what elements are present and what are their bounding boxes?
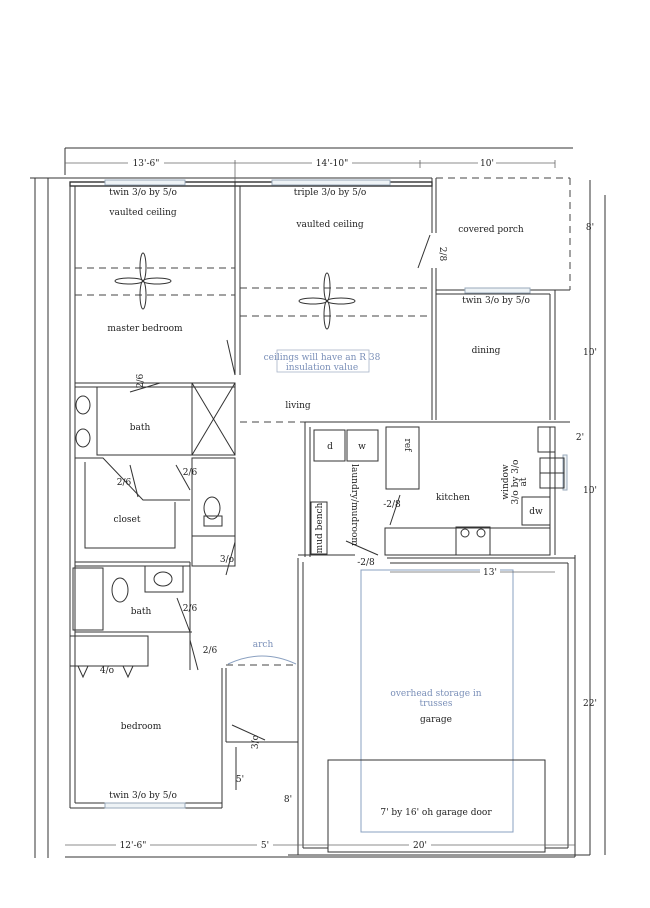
fan-icon xyxy=(298,272,356,330)
door-bath-closet: 2/6 xyxy=(117,478,132,488)
dim-right-1: 8' xyxy=(586,223,594,233)
window-master: twin 3/o by 5/o xyxy=(109,188,177,198)
door-toilet: 2/6 xyxy=(183,468,198,478)
kitchen-fixtures xyxy=(310,426,565,556)
dim-bottom-2: 5' xyxy=(261,841,269,851)
dim-bottom-3: 20' xyxy=(413,841,427,851)
walls xyxy=(69,177,590,857)
storage-note-2: trusses xyxy=(420,699,453,709)
mud-bench-label: mud bench xyxy=(315,502,325,553)
master-vaulted-label: vaulted ceiling xyxy=(108,208,176,218)
room-labels: twin 3/o by 5/o triple 3/o by 5/o twin 3… xyxy=(107,188,543,818)
fan-icon xyxy=(114,252,172,310)
dining-label: dining xyxy=(472,346,501,356)
garage-door-label: 7' by 16' oh garage door xyxy=(380,808,492,818)
dim-right-5: 22' xyxy=(583,699,597,709)
master-bath-label: bath xyxy=(130,423,151,433)
storage-note-1: overhead storage in xyxy=(390,689,481,699)
door-linen: 3/o xyxy=(220,555,234,565)
window-dining: twin 3/o by 5/o xyxy=(462,296,530,306)
laundry-label: laundry/mudroom xyxy=(349,464,359,546)
closet-door-icon xyxy=(77,665,134,679)
door-closet2: 4/o xyxy=(100,666,114,676)
closet-label: closet xyxy=(114,515,141,525)
dim-top-1: 13'-6" xyxy=(133,159,160,169)
dim-top-2: 14'-10" xyxy=(316,159,349,169)
side-dimensions: 8' 10' 2' 10' 22' 13' 5' 8' 12'-6" 5' 20… xyxy=(65,223,597,851)
dim-entry-left: 5' xyxy=(236,775,244,785)
dim-right-3: 2' xyxy=(576,433,584,443)
kitchen-window-3: at xyxy=(519,477,529,486)
bedroom-label: bedroom xyxy=(121,722,162,732)
reference-lines xyxy=(30,147,606,858)
windows xyxy=(104,179,568,491)
arch-label: arch xyxy=(253,640,274,650)
door-entry: 3/o xyxy=(251,735,261,749)
kitchen-window-2: 3/o by 3/o xyxy=(511,460,521,505)
bath-label: bath xyxy=(131,607,152,617)
ceiling-fans xyxy=(75,252,432,330)
master-bedroom-label: master bedroom xyxy=(107,324,183,334)
porch-label: covered porch xyxy=(458,225,524,235)
window-living: triple 3/o by 5/o xyxy=(294,188,367,198)
door-bath2: 2/6 xyxy=(183,604,198,614)
insulation-note-2: insulation value xyxy=(286,363,358,373)
dim-garage-width: 13' xyxy=(483,568,497,578)
dim-right-4: 10' xyxy=(583,486,597,496)
kitchen-window-1: window xyxy=(501,464,511,500)
washer-label: w xyxy=(358,442,366,452)
dim-bottom-1: 12'-6" xyxy=(120,841,147,851)
garage-label: garage xyxy=(420,715,452,725)
dishwasher-label: dw xyxy=(529,507,543,517)
kitchen-label: kitchen xyxy=(436,493,470,503)
door-porch: 2/8 xyxy=(437,247,447,262)
dim-entry-right: 8' xyxy=(284,795,292,805)
living-vaulted-label: vaulted ceiling xyxy=(295,220,363,230)
door-swings xyxy=(129,234,431,741)
door-garage: -2/8 xyxy=(357,558,375,568)
window-bedroom: twin 3/o by 5/o xyxy=(109,791,177,801)
dim-top-3: 10' xyxy=(480,159,494,169)
dim-right-2: 10' xyxy=(583,348,597,358)
insulation-note-1: ceilings will have an R 38 xyxy=(264,353,381,363)
door-bedroom: 2/6 xyxy=(203,646,218,656)
door-labels: 2/8 2/6 2/6 2/6 3/o 2/6 2/6 4/o -2/8 -2/… xyxy=(77,247,447,749)
top-dimensions: 13'-6" 14'-10" 10' xyxy=(65,156,556,182)
living-label: living xyxy=(285,401,311,411)
fridge-label: ref xyxy=(402,439,412,453)
door-kitchen: -2/8 xyxy=(383,500,401,510)
dryer-label: d xyxy=(327,442,333,452)
door-master: 2/6 xyxy=(136,373,146,388)
